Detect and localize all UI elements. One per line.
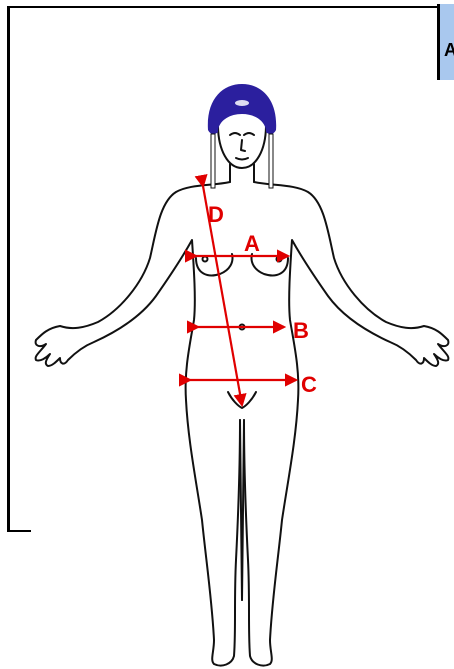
label-b: B bbox=[293, 318, 309, 343]
measurement-lines bbox=[190, 186, 296, 405]
label-d: D bbox=[208, 202, 224, 227]
label-a: A bbox=[244, 231, 260, 256]
body-outline bbox=[36, 125, 449, 666]
label-c: C bbox=[301, 372, 317, 397]
